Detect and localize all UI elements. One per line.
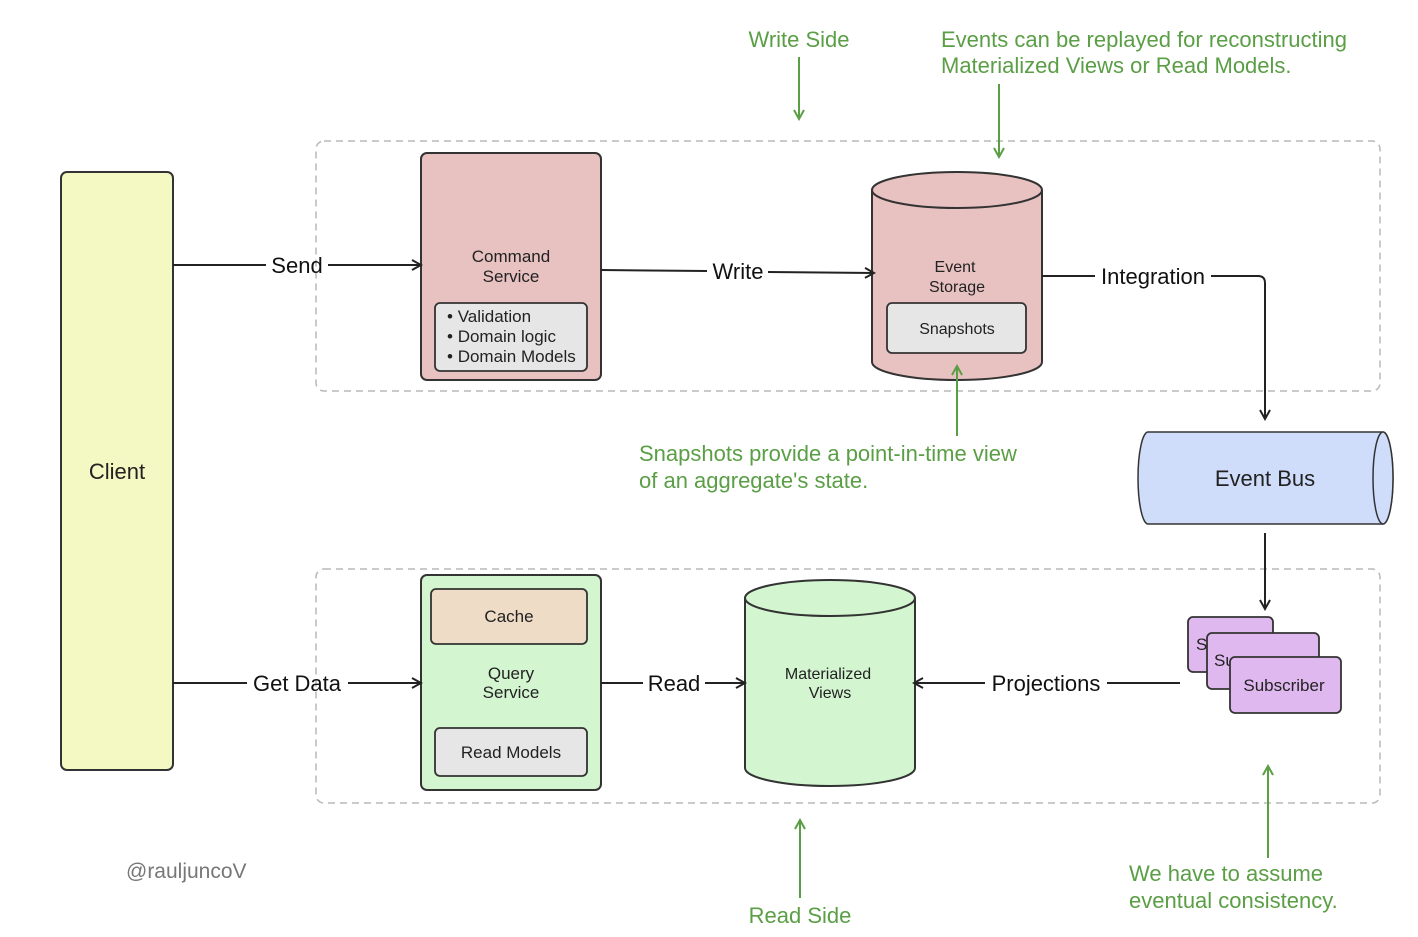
snapshots-label: Snapshots xyxy=(919,321,995,338)
event-bus-cylinder: Event Bus xyxy=(1137,431,1394,525)
command-service-box: Command Service • Validation • Domain lo… xyxy=(420,152,602,381)
command-details-box xyxy=(434,302,588,372)
edge-read: Read xyxy=(601,671,745,696)
event-storage-label-1: Event xyxy=(935,259,976,276)
send-label: Send xyxy=(271,253,322,278)
event-storage-cylinder: Event Storage Snapshots xyxy=(871,171,1043,381)
snapshots-box xyxy=(886,302,1027,354)
edge-write: Write xyxy=(600,259,874,284)
projections-label: Projections xyxy=(992,671,1101,696)
note-consistency: We have to assume eventual consistency. xyxy=(1129,766,1338,913)
read-side-region xyxy=(315,568,1381,804)
cache-label: Cache xyxy=(484,607,533,626)
cache-box xyxy=(430,588,588,645)
svg-text:Read Side: Read Side xyxy=(749,903,852,928)
event-bus-label: Event Bus xyxy=(1215,466,1315,491)
event-storage-label-2: Storage xyxy=(929,279,985,296)
subscribers-stack: S Su Subscriber xyxy=(1187,616,1342,714)
materialized-views-label-2: Views xyxy=(809,685,851,702)
client-box: Client xyxy=(60,171,174,771)
command-detail-2: • Domain logic xyxy=(447,327,556,346)
subscriber-front-label: Subscriber xyxy=(1243,676,1325,695)
subscriber-back-label: S xyxy=(1196,635,1207,654)
edge-projections: Projections xyxy=(914,671,1180,696)
read-label: Read xyxy=(648,671,701,696)
note-replay: Events can be replayed for reconstructin… xyxy=(941,27,1347,157)
edge-integration: Integration xyxy=(1042,264,1265,419)
materialized-views-label-1: Materialized xyxy=(785,666,871,683)
client-label: Client xyxy=(89,459,145,484)
command-service-label-2: Service xyxy=(483,267,540,286)
query-service-box: Cache Query Service Read Models xyxy=(420,574,602,791)
write-label: Write xyxy=(713,259,764,284)
note-read-side: Read Side xyxy=(749,820,852,928)
note-write-side: Write Side xyxy=(748,27,850,119)
svg-text:Write Side: Write Side xyxy=(748,27,849,52)
write-side-region xyxy=(315,140,1381,392)
subscriber-front xyxy=(1229,656,1342,714)
edge-send: Send xyxy=(173,253,421,278)
query-service-label-1: Query xyxy=(488,664,535,683)
query-service-label-2: Service xyxy=(483,683,540,702)
author-handle: @rauljuncoV xyxy=(126,860,247,883)
read-models-box xyxy=(434,727,588,777)
note-snapshots: Snapshots provide a point-in-time view o… xyxy=(639,366,1017,493)
materialized-views-cylinder: Materialized Views xyxy=(744,579,916,787)
integration-label: Integration xyxy=(1101,264,1205,289)
svg-text:Events can be replayed for rec: Events can be replayed for reconstructin… xyxy=(941,27,1347,52)
get-data-label: Get Data xyxy=(253,671,342,696)
svg-text:of an aggregate's state.: of an aggregate's state. xyxy=(639,468,868,493)
svg-text:Snapshots provide a point-in-t: Snapshots provide a point-in-time view xyxy=(639,441,1017,466)
svg-text:We have to assume: We have to assume xyxy=(1129,861,1323,886)
command-service-label-1: Command xyxy=(472,247,550,266)
command-detail-1: • Validation xyxy=(447,307,531,326)
svg-text:Materialized Views or Read Mod: Materialized Views or Read Models. xyxy=(941,53,1292,78)
svg-text:eventual consistency.: eventual consistency. xyxy=(1129,888,1338,913)
edge-get-data: Get Data xyxy=(173,671,421,696)
read-models-label: Read Models xyxy=(461,743,561,762)
command-detail-3: • Domain Models xyxy=(447,347,576,366)
